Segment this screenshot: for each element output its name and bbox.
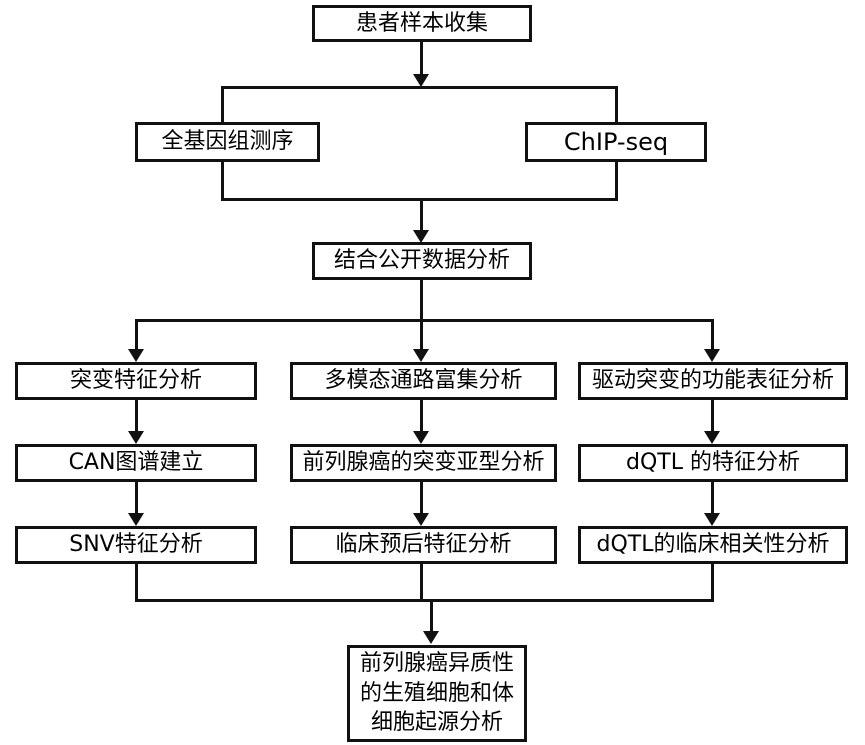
node-label: 突变特征分析 [69, 368, 202, 394]
node-clinical-prognosis-signature-analysis: 临床预后特征分析 [290, 526, 557, 564]
node-label: dQTL的临床相关性分析 [596, 532, 830, 558]
node-chip-seq: ChIP-seq [525, 122, 707, 162]
connector-right-r1-r2 [711, 400, 714, 431]
connector-merge-bar-top [221, 198, 618, 201]
arrow-down-icon [704, 513, 720, 526]
arrow-down-icon [704, 349, 720, 362]
node-can-atlas-construction: CAN图谱建立 [15, 444, 257, 482]
arrow-down-icon [128, 513, 144, 526]
node-label: 前列腺癌的突变亚型分析 [302, 450, 545, 476]
connector-merge-stem [420, 198, 423, 230]
connector-split-bar-top [221, 86, 618, 89]
node-driver-mutation-functional-characterization: 驱动突变的功能表征分析 [578, 362, 848, 400]
arrow-down-icon [128, 431, 144, 444]
arrow-down-icon [413, 230, 429, 243]
node-label: 患者样本收集 [355, 10, 488, 36]
node-prostate-cancer-mutation-subtype-analysis: 前列腺癌的突变亚型分析 [290, 444, 557, 482]
node-whole-genome-sequencing: 全基因组测序 [135, 122, 320, 162]
connector-mid-to-merge [420, 564, 423, 602]
node-label: 临床预后特征分析 [335, 532, 512, 558]
connector-col-left-drop [135, 319, 138, 349]
connector-col-right-drop [711, 319, 714, 349]
arrow-down-icon [423, 631, 439, 644]
arrow-down-icon [413, 431, 429, 444]
node-label: 前列腺癌异质性 的生殖细胞和体 细胞起源分析 [359, 650, 514, 736]
connector-col-mid-drop [420, 319, 423, 349]
connector-left-r2-r3 [135, 482, 138, 513]
node-patient-sample-collection: 患者样本收集 [312, 5, 532, 42]
arrow-down-icon [704, 431, 720, 444]
node-dqtl-clinical-correlation-analysis: dQTL的临床相关性分析 [578, 526, 848, 564]
connector-mid-r1-r2 [420, 400, 423, 431]
node-label: CAN图谱建立 [68, 450, 204, 476]
node-label: 全基因组测序 [161, 129, 294, 155]
connector-top-stem [420, 42, 423, 76]
node-label: 多模态通路富集分析 [324, 368, 523, 394]
node-label: 驱动突变的功能表征分析 [591, 368, 834, 394]
connector-left-to-merge [135, 564, 138, 602]
connector-right-r2-r3 [711, 482, 714, 513]
node-germline-somatic-origin-analysis: 前列腺癌异质性 的生殖细胞和体 细胞起源分析 [347, 645, 527, 742]
arrow-down-icon [413, 349, 429, 362]
node-mutation-signature-analysis: 突变特征分析 [15, 362, 257, 400]
node-label: 结合公开数据分析 [333, 248, 510, 274]
arrow-down-icon [413, 513, 429, 526]
node-combined-public-data-analysis: 结合公开数据分析 [312, 242, 532, 280]
connector-final-stem [430, 599, 433, 631]
node-dqtl-signature-analysis: dQTL 的特征分析 [578, 444, 848, 482]
arrow-down-icon [128, 349, 144, 362]
connector-right-to-merge [711, 564, 714, 602]
connector-distribution-bar [135, 319, 714, 322]
connector-mid-r2-r3 [420, 482, 423, 513]
connector-distribution-stem [420, 280, 423, 322]
node-multimodal-pathway-enrichment-analysis: 多模态通路富集分析 [290, 362, 557, 400]
node-snv-signature-analysis: SNV特征分析 [15, 526, 257, 564]
connector-left-r1-r2 [135, 400, 138, 431]
connector-merge-bar-bottom [135, 599, 714, 602]
node-label: SNV特征分析 [69, 532, 203, 558]
node-label: ChIP-seq [563, 127, 669, 156]
node-label: dQTL 的特征分析 [626, 450, 800, 476]
arrow-down-icon [413, 74, 429, 87]
